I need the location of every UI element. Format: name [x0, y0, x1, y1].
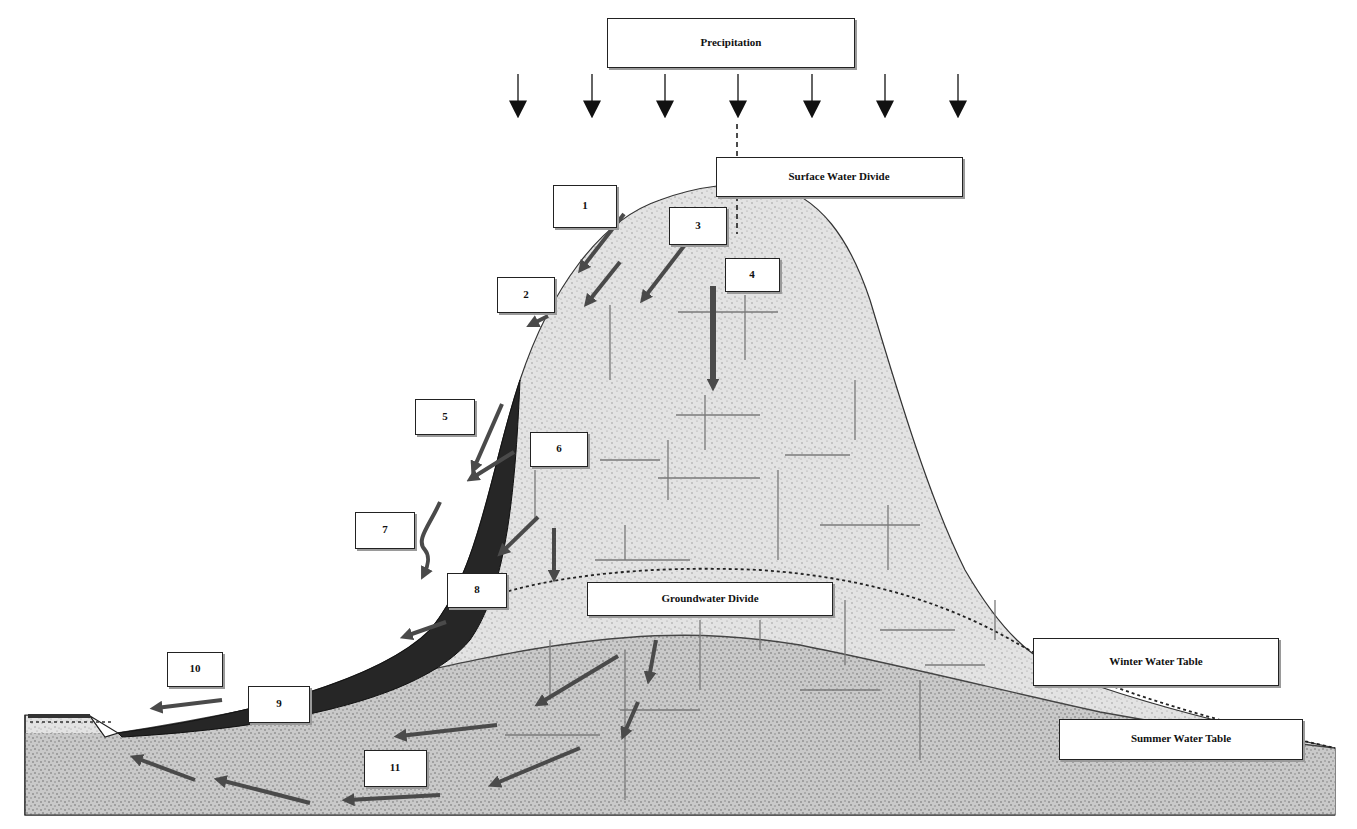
flow-arrow: [624, 702, 638, 734]
label-text: Surface Water Divide: [788, 170, 889, 183]
flow-arrow: [472, 452, 514, 478]
callout-number: 5: [442, 410, 448, 423]
fracture-line: [777, 470, 778, 560]
hill-body: [25, 184, 1335, 815]
fracture-line: [854, 380, 855, 440]
fracture-line: [667, 440, 668, 500]
flow-arrows: [136, 214, 713, 803]
callout-number-box: 8: [447, 573, 507, 608]
fracture-line: [620, 709, 700, 710]
callout-number-box: 2: [497, 277, 555, 313]
fracture-line: [609, 305, 610, 380]
callout-number-box: 6: [530, 432, 588, 467]
flow-arrow: [502, 517, 538, 552]
precipitation-arrows: [518, 74, 958, 234]
rain-arrow: [591, 74, 592, 104]
fracture-line: [595, 559, 690, 560]
fracture-line: [800, 689, 880, 690]
flat-ground-strip: [28, 714, 90, 718]
rain-arrow: [811, 74, 812, 104]
fracture-line: [534, 470, 535, 520]
flow-arrow: [644, 246, 684, 298]
soil-wedge: [118, 380, 520, 737]
callout-number: 7: [382, 523, 388, 536]
flow-arrow: [474, 404, 502, 468]
fracture-line: [880, 629, 955, 630]
ground-outline: [25, 715, 1335, 815]
callout-number-box: 10: [167, 652, 223, 687]
callout-number: 11: [390, 761, 400, 774]
label-box: Precipitation: [607, 18, 855, 68]
flow-arrow: [220, 780, 310, 803]
flow-arrow: [136, 758, 195, 780]
callout-number-box: 7: [355, 512, 415, 549]
label-box: Surface Water Divide: [716, 157, 963, 197]
callout-number: 9: [276, 697, 282, 710]
fracture-lines: [505, 295, 995, 800]
flow-arrow: [552, 528, 556, 576]
flow-arrow: [494, 748, 580, 784]
flow-arrow: [348, 795, 440, 800]
fracture-line: [549, 640, 550, 700]
fracture-line: [600, 459, 660, 460]
flow-arrow: [406, 622, 446, 636]
stream-water-level: [30, 721, 112, 722]
flow-arrow: [156, 700, 222, 708]
callout-number: 3: [695, 219, 701, 232]
fracture-line: [744, 295, 745, 360]
callout-number-box: 4: [725, 258, 780, 292]
fracture-line: [699, 620, 700, 690]
fracture-line: [505, 734, 600, 735]
fracture-line: [994, 600, 995, 640]
callout-number-box: 5: [415, 399, 475, 435]
label-text: Groundwater Divide: [661, 592, 758, 605]
label-text: Summer Water Table: [1131, 732, 1231, 745]
callout-number: 8: [474, 583, 480, 596]
fracture-line: [919, 680, 920, 760]
fracture-line: [844, 600, 845, 665]
label-text: Precipitation: [701, 36, 762, 49]
fracture-line: [676, 414, 760, 415]
fracture-line: [658, 477, 760, 478]
flow-arrow: [710, 286, 716, 385]
label-box: Groundwater Divide: [587, 582, 833, 616]
label-box: Winter Water Table: [1033, 638, 1279, 686]
fracture-line: [624, 650, 625, 800]
flow-arrow: [400, 725, 497, 736]
callout-number-box: 9: [248, 686, 310, 723]
rain-arrow: [737, 74, 738, 104]
label-text: Winter Water Table: [1109, 655, 1202, 668]
fracture-line: [820, 524, 920, 525]
flow-arrow: [649, 640, 656, 678]
fracture-line: [887, 505, 888, 570]
fracture-line: [759, 620, 760, 650]
callout-number: 4: [749, 268, 755, 281]
callout-number: 1: [582, 199, 588, 212]
stream-channel: [90, 716, 118, 737]
rain-arrow: [884, 74, 885, 104]
callout-number-box: 11: [364, 750, 427, 787]
flow-arrow: [588, 262, 620, 302]
callout-number: 10: [190, 662, 201, 675]
fracture-line: [704, 395, 705, 450]
flow-arrow: [532, 316, 548, 324]
rain-arrow: [517, 74, 518, 104]
callout-number-box: 1: [553, 185, 617, 228]
fracture-line: [624, 525, 625, 560]
callout-number: 2: [523, 288, 529, 301]
callout-number-box: 3: [669, 207, 727, 245]
fracture-line: [678, 311, 778, 312]
fracture-line: [785, 454, 850, 455]
callout-number: 6: [556, 442, 562, 455]
label-box: Summer Water Table: [1059, 719, 1303, 760]
rain-arrow: [664, 74, 665, 104]
fracture-line: [925, 664, 985, 665]
flow-arrow: [422, 502, 440, 574]
flow-arrow: [540, 656, 618, 703]
rain-arrow: [957, 74, 958, 104]
